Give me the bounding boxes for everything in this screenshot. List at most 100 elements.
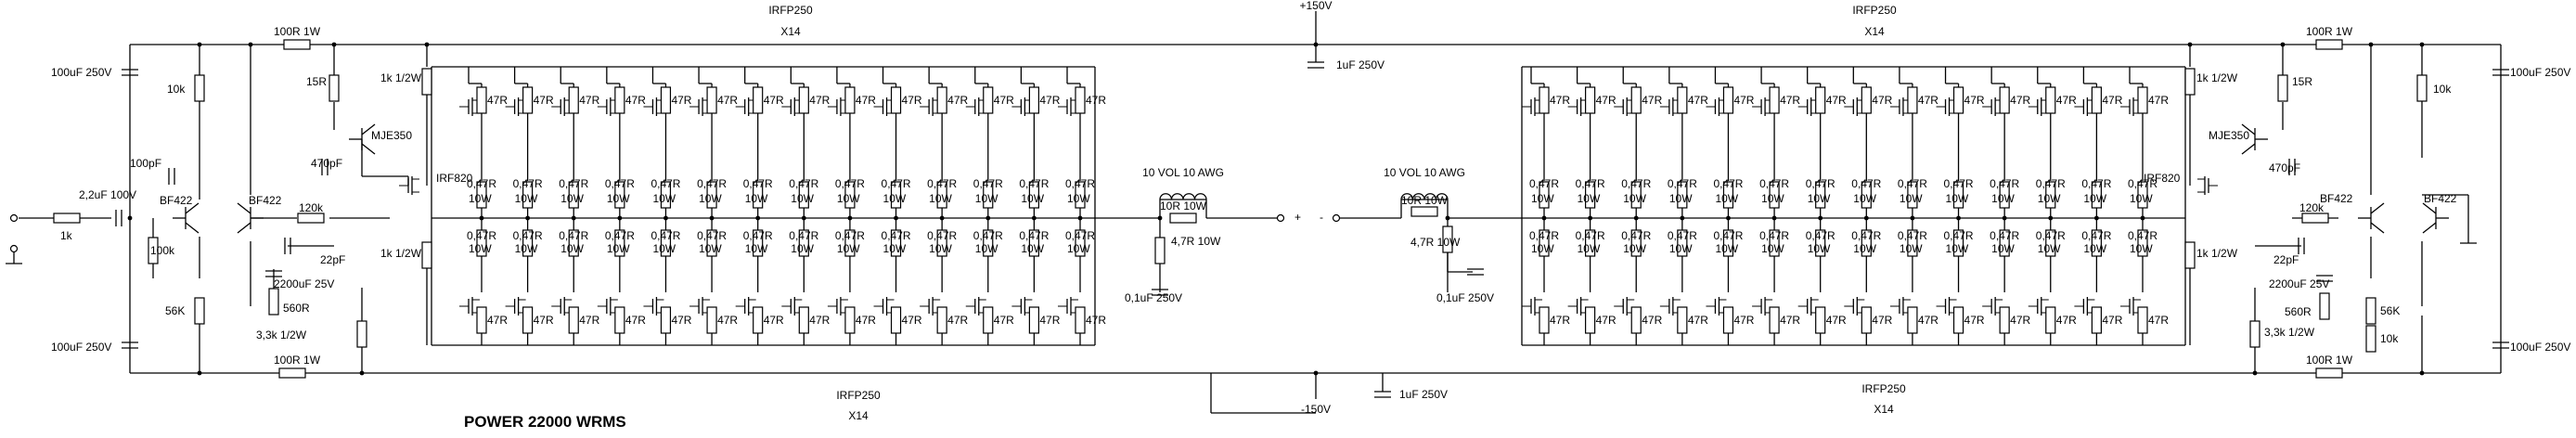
right-gate-label-bottom: 47R — [2056, 314, 2077, 327]
supply-drop-resistor-right-top — [2315, 39, 2343, 50]
driver-bias-resistor-top — [421, 68, 432, 96]
right-source-power-label-bottom: 10W — [1715, 242, 1738, 255]
left-top-bank-part-label: IRFP250 — [768, 4, 813, 17]
right-vas-emitter-label: 15R — [2292, 75, 2312, 88]
right-ltp-tail-label: 10k — [2433, 83, 2452, 96]
right-source-label-bottom: 0,47R — [1944, 229, 1974, 242]
left-gate-resistor-bottom — [1028, 306, 1039, 334]
left-source-power-label-bottom: 10W — [929, 242, 952, 255]
driver-bias-label-bottom: 1k 1/2W — [380, 247, 422, 260]
right-gate-resistor-top — [2045, 86, 2056, 114]
left-ground-terminal[interactable] — [9, 244, 19, 253]
bias-network-resistor — [356, 320, 367, 348]
left-output-mosfet-top — [965, 97, 986, 116]
left-gate-label-bottom: 47R — [1039, 314, 1060, 327]
left-source-label-top: 0,47R — [835, 177, 865, 190]
left-source-power-label-bottom: 10W — [607, 242, 630, 255]
left-inductor-resistor-label: 10R 10W — [1160, 200, 1207, 213]
left-gate-label-top: 47R — [579, 94, 599, 107]
right-gate-label-top: 47R — [1642, 94, 1662, 107]
right-gate-resistor-bottom — [1585, 306, 1596, 334]
left-source-label-top: 0,47R — [513, 177, 543, 190]
left-source-power-label-top: 10W — [469, 192, 492, 205]
left-gate-label-top: 47R — [671, 94, 691, 107]
junction-dot — [2048, 215, 2054, 221]
junction-dot — [2002, 215, 2007, 221]
supply-cap-label-right-bottom: 100uF 250V — [2510, 341, 2570, 354]
left-source-label-top: 0,47R — [973, 177, 1003, 190]
right-inductor-label: 10 VOL 10 AWG — [1384, 166, 1465, 179]
right-vas-transistor-label: MJE350 — [2209, 129, 2249, 142]
miller-capacitor — [168, 168, 175, 185]
left-source-power-label-top: 10W — [1067, 192, 1090, 205]
right-source-power-label-top: 10W — [2083, 192, 2106, 205]
supply-drop-label-left-bottom: 100R 1W — [274, 354, 321, 367]
feedback-label: 120k — [299, 201, 324, 214]
left-gate-label-bottom: 47R — [856, 314, 876, 327]
left-source-power-label-top: 10W — [699, 192, 722, 205]
left-source-power-label-top: 10W — [745, 192, 768, 205]
left-output-mosfet-top — [551, 97, 573, 116]
left-gate-label-top: 47R — [625, 94, 646, 107]
right-source-label-bottom: 0,47R — [2081, 229, 2111, 242]
vas-emitter-resistor — [328, 74, 340, 102]
left-output-mosfet-bottom — [920, 297, 941, 316]
left-gate-label-top: 47R — [1086, 94, 1106, 107]
junction-dot — [2187, 42, 2193, 47]
right-gate-resistor-bottom — [1907, 306, 1918, 334]
left-source-label-bottom: 0,47R — [1065, 229, 1095, 242]
right-source-power-label-bottom: 10W — [1900, 242, 1923, 255]
left-source-label-top: 0,47R — [743, 177, 773, 190]
right-source-power-label-bottom: 10W — [2130, 242, 2153, 255]
junction-dot — [2093, 215, 2099, 221]
left-zobel-resistor-label: 4,7R 10W — [1171, 235, 1221, 248]
left-source-power-label-bottom: 10W — [515, 242, 538, 255]
left-source-power-label-bottom: 10W — [883, 242, 907, 255]
right-source-power-label-top: 10W — [1531, 192, 1554, 205]
vas-transistor-label: MJE350 — [371, 129, 412, 142]
left-inductor-label: 10 VOL 10 AWG — [1142, 166, 1224, 179]
left-gate-label-bottom: 47R — [947, 314, 968, 327]
left-input-terminal[interactable] — [9, 213, 19, 223]
right-source-power-label-bottom: 10W — [2083, 242, 2106, 255]
right-gate-label-bottom: 47R — [1733, 314, 1754, 327]
left-source-power-label-bottom: 10W — [975, 242, 998, 255]
right-gate-resistor-bottom — [1677, 306, 1688, 334]
right-output-mosfet-bottom — [1982, 297, 2003, 316]
vas-comp-capacitor — [321, 159, 328, 175]
junction-dot — [1771, 215, 1777, 221]
junction-dot — [197, 42, 202, 47]
right-source-power-label-top: 10W — [1946, 192, 1969, 205]
right-output-mosfet-bottom — [1522, 297, 1542, 316]
ltp-emitter-resistor — [194, 297, 205, 325]
right-source-power-label-bottom: 10W — [1578, 242, 1601, 255]
ltp-transistor-left — [173, 202, 200, 234]
output-terminal-minus[interactable] — [1332, 213, 1341, 223]
junction-dot — [1680, 215, 1685, 221]
junction-dot — [1031, 215, 1037, 221]
output-terminal-plus[interactable] — [1276, 213, 1285, 223]
right-bias-network-label: 3,3k 1/2W — [2264, 326, 2315, 339]
right-output-mosfet-bottom — [1752, 297, 1773, 316]
junction-dot — [359, 370, 365, 376]
junction-dot — [1910, 215, 1915, 221]
schematic-title: POWER 22000 WRMS — [464, 413, 626, 431]
left-inductor-parallel-resistor — [1169, 213, 1197, 224]
feedback-resistor — [297, 213, 325, 224]
right-gate-label-bottom: 47R — [1596, 314, 1616, 327]
right-gate-label-bottom: 47R — [1688, 314, 1708, 327]
feedback-small-label: 22pF — [320, 253, 345, 266]
right-source-power-label-top: 10W — [1715, 192, 1738, 205]
left-gate-resistor-top — [1075, 86, 1086, 114]
right-output-mosfet-top — [1797, 97, 1819, 116]
positive-rail-label: +150V — [1299, 0, 1332, 12]
left-source-power-label-bottom: 10W — [745, 242, 768, 255]
input-coupling-capacitor — [115, 210, 122, 226]
right-driver-bias-resistor-top — [2184, 68, 2196, 96]
left-gate-resistor-top — [1028, 86, 1039, 114]
right-bottom-bank-count-label: X14 — [1874, 403, 1894, 416]
junction-dot — [1313, 370, 1319, 376]
left-source-power-label-bottom: 10W — [837, 242, 860, 255]
left-gate-label-bottom: 47R — [994, 314, 1014, 327]
junction-dot — [2368, 42, 2374, 47]
